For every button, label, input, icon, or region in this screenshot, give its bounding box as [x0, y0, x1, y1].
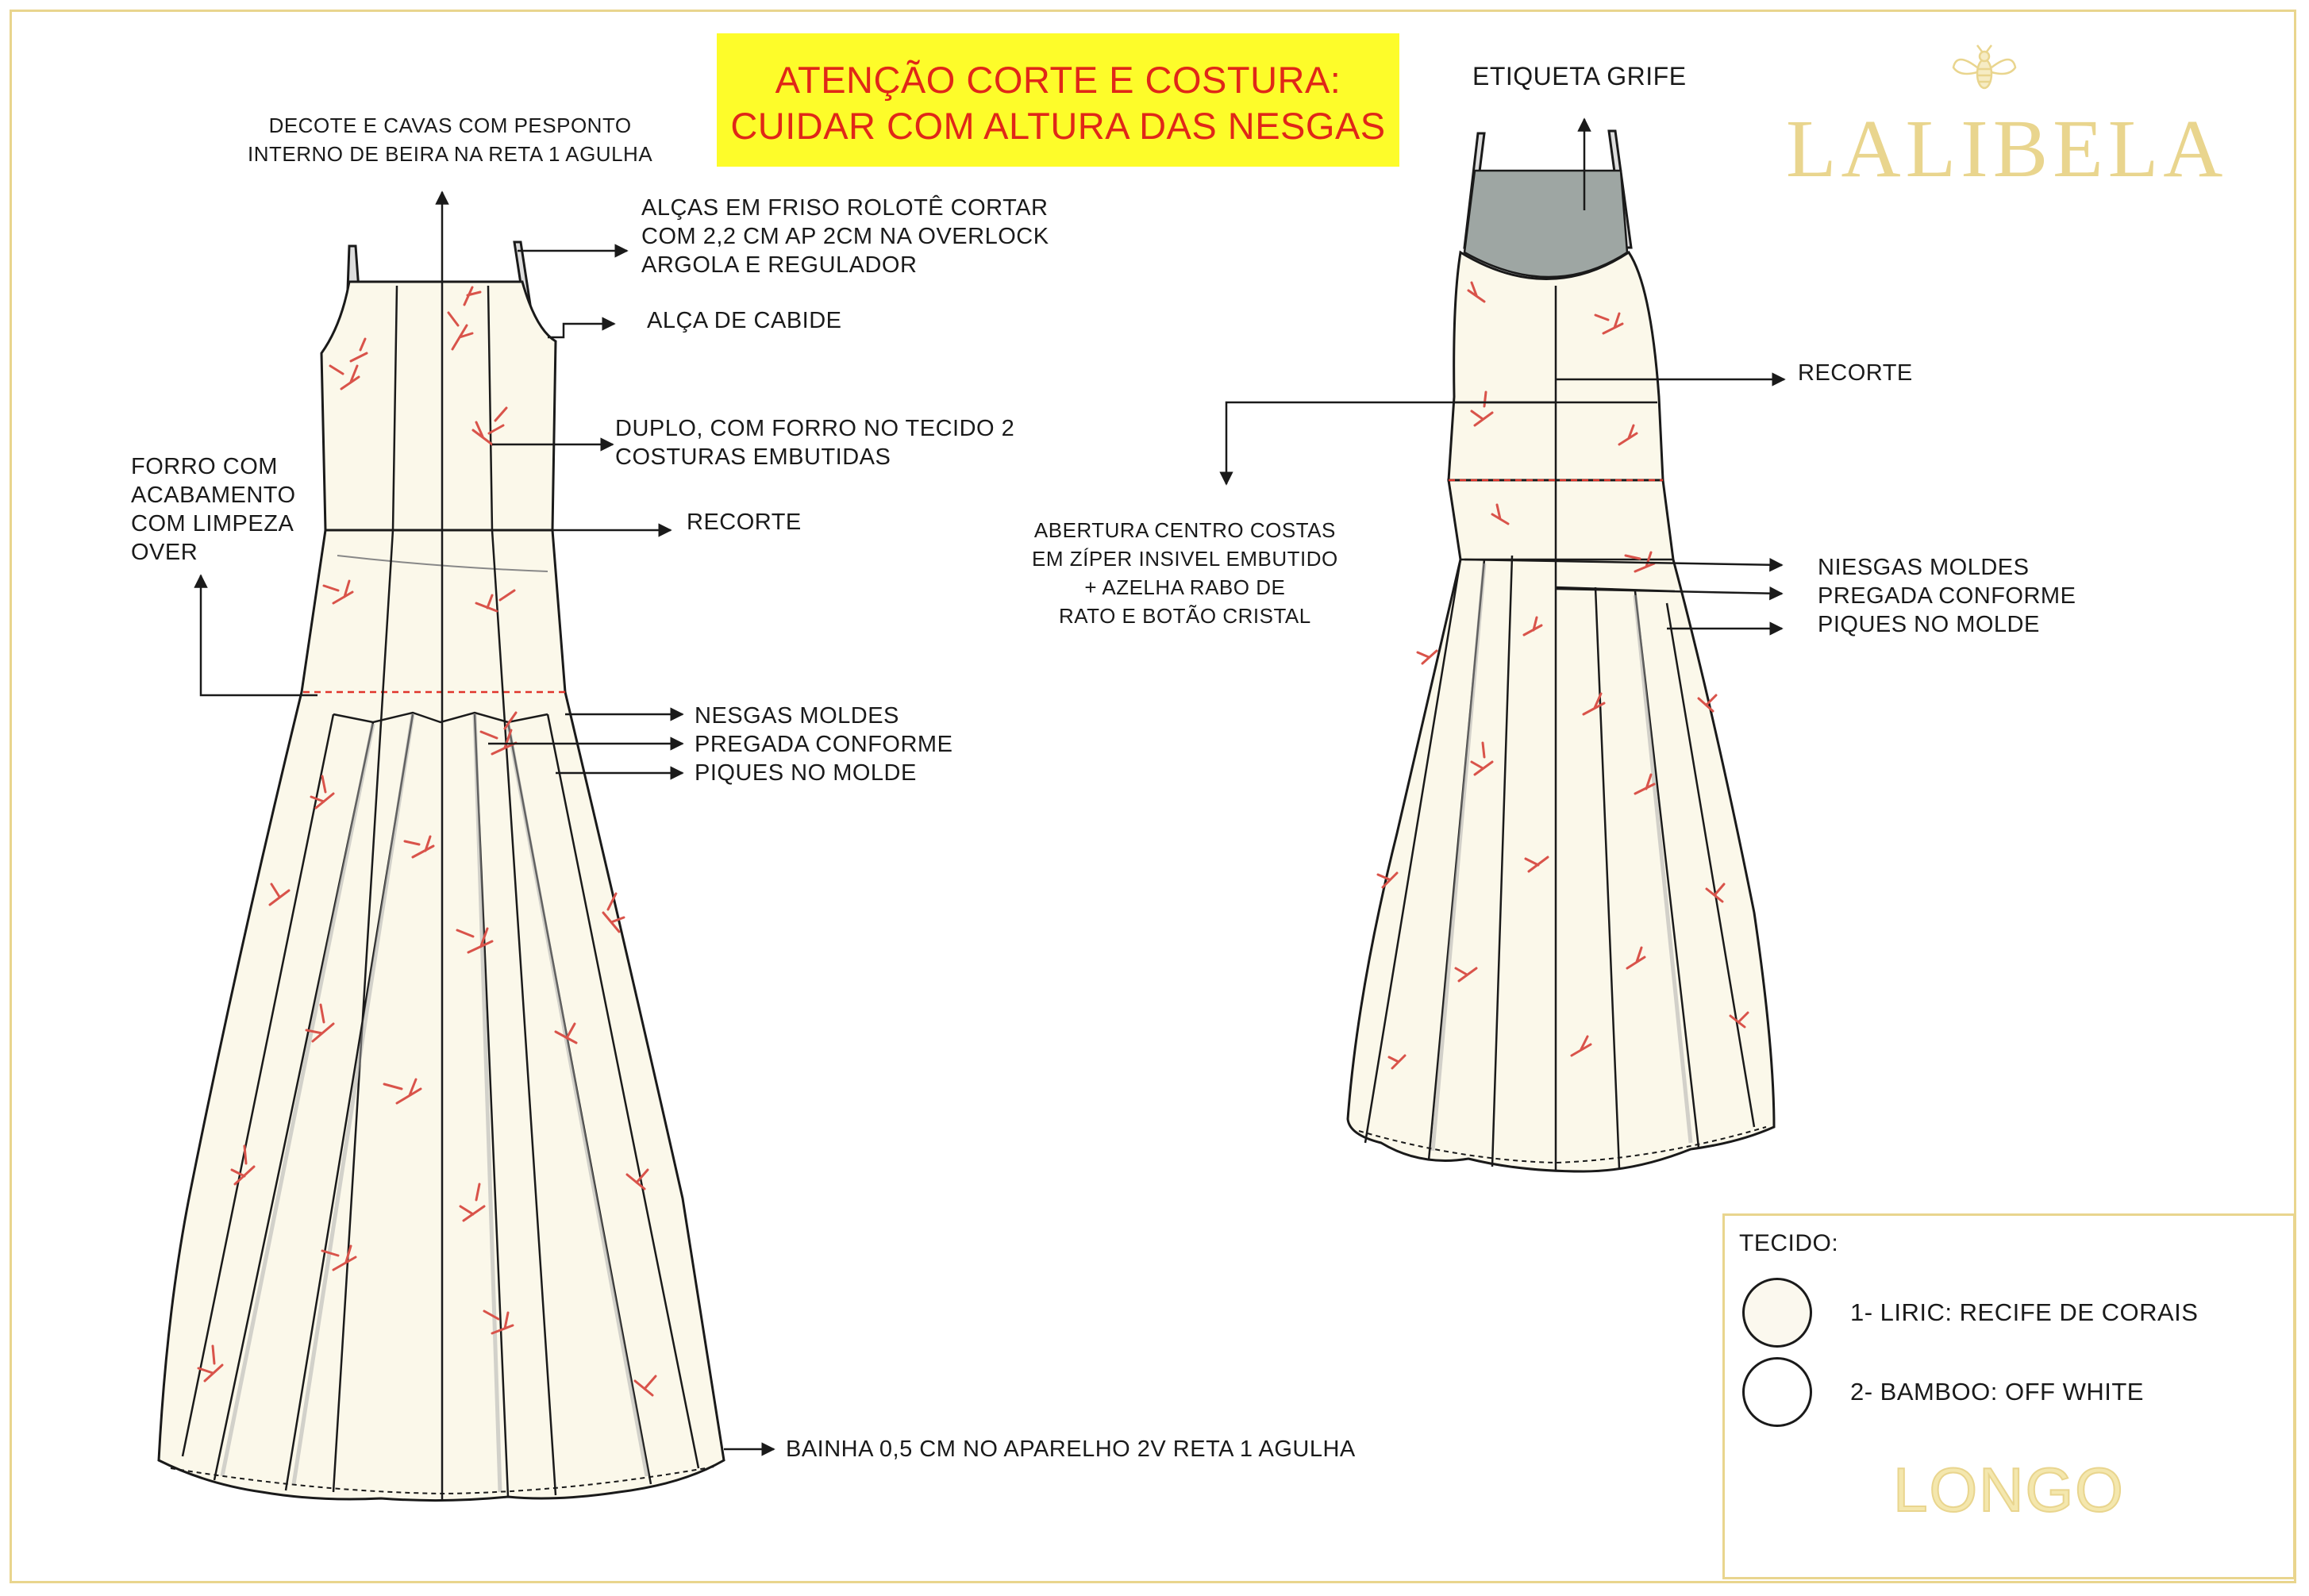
note-bainha: BAINHA 0,5 CM NO APARELHO 2V RETA 1 AGUL… — [786, 1436, 1356, 1462]
fabric-label-1: 1- LIRIC: RECIFE DE CORAIS — [1850, 1298, 2199, 1326]
fabric-legend: TECIDO: 1- LIRIC: RECIFE DE CORAIS 2- BA… — [1722, 1213, 2296, 1579]
back-skirt — [1346, 479, 1776, 1173]
model-name: LONGO — [1892, 1454, 2125, 1525]
bee-icon — [1952, 44, 2017, 90]
warning-line-1: ATENÇÃO CORTE E COSTURA: — [775, 59, 1341, 101]
note-piques-back: PIQUES NO MOLDE — [1818, 612, 2040, 637]
fabric-label-2: 2- BAMBOO: OFF WHITE — [1850, 1378, 2144, 1406]
note-alcas: ALÇAS EM FRISO ROLOTÊ CORTAR COM 2,2 CM … — [641, 195, 1049, 278]
legend-title: TECIDO: — [1739, 1230, 1839, 1256]
note-alca-cabide: ALÇA DE CABIDE — [647, 308, 842, 333]
fabric-swatch-2 — [1742, 1357, 1812, 1427]
note-duplo: DUPLO, COM FORRO NO TECIDO 2 COSTURAS EM… — [615, 416, 1015, 470]
note-abertura: ABERTURA CENTRO COSTAS EM ZÍPER INSIVEL … — [1032, 518, 1338, 628]
note-nesgas: NESGAS MOLDES — [695, 703, 899, 729]
fabric-swatch-1 — [1742, 1278, 1812, 1348]
annotation-arrows — [194, 117, 1786, 1456]
note-etiqueta: ETIQUETA GRIFE — [1472, 62, 1687, 90]
page-border — [10, 10, 2296, 1583]
back-dress-sketch — [1346, 129, 1776, 1173]
coral-print-back — [1376, 281, 1749, 1070]
brand-logo: LALIBELA — [1786, 103, 2228, 194]
front-bodice — [320, 280, 557, 532]
note-recorte-back: RECORTE — [1798, 360, 1913, 386]
warning-banner: ATENÇÃO CORTE E COSTURA: CUIDAR COM ALTU… — [717, 33, 1399, 167]
note-niesgas: NIESGAS MOLDES — [1818, 555, 2030, 580]
note-pregada-front: PREGADA CONFORME — [695, 732, 953, 757]
warning-line-2: CUIDAR COM ALTURA DAS NESGAS — [730, 105, 1386, 147]
note-forro: FORRO COM ACABAMENTO COM LIMPEZA OVER — [131, 454, 296, 565]
back-lining-view — [1463, 169, 1629, 279]
note-piques-front: PIQUES NO MOLDE — [695, 760, 917, 786]
note-recorte-front: RECORTE — [687, 510, 802, 535]
coral-print-front — [197, 286, 657, 1397]
note-decote: DECOTE E CAVAS COM PESPONTO INTERNO DE B… — [248, 113, 653, 166]
note-pregada-back: PREGADA CONFORME — [1818, 583, 2076, 609]
